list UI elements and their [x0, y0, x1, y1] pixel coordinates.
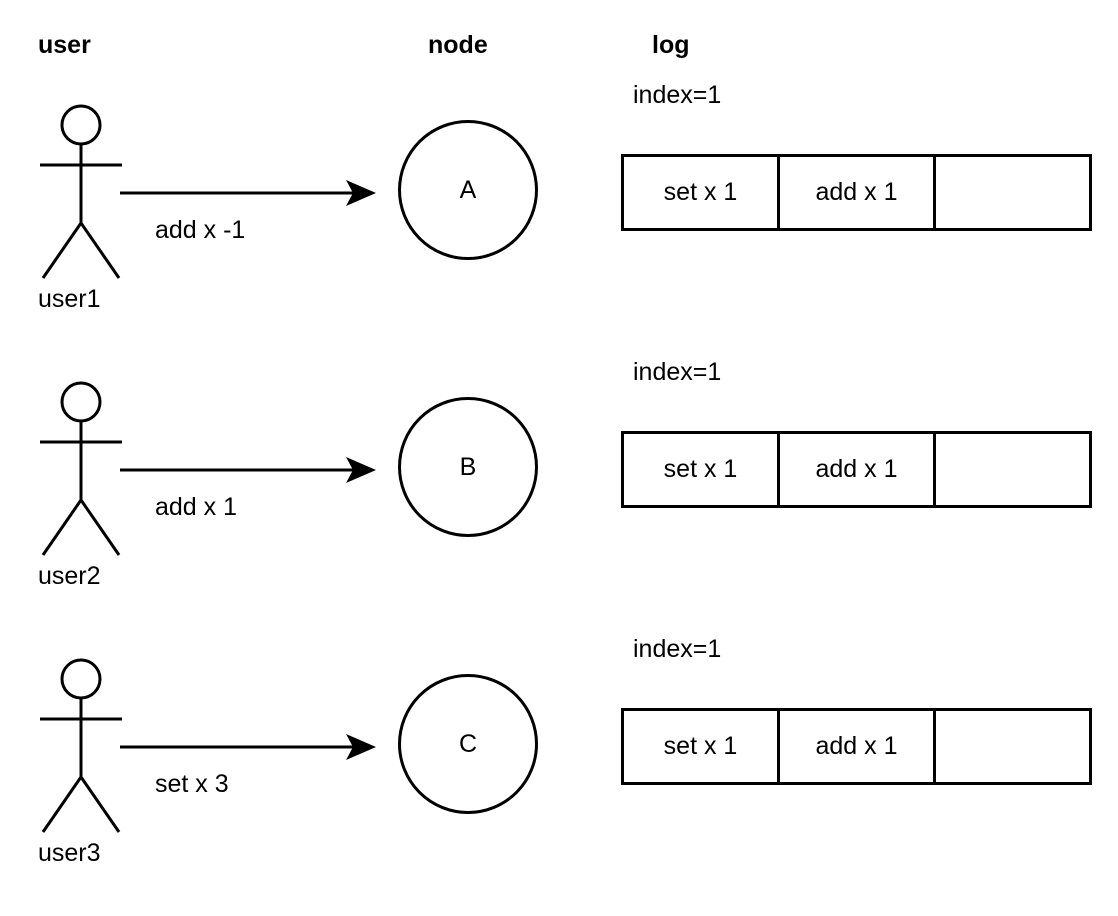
log-index-label: index=1 — [633, 81, 722, 109]
log-cell-empty — [936, 157, 1089, 228]
message-arrow-user2-to-node — [118, 444, 380, 484]
column-header-log: log — [652, 31, 690, 59]
arrow-right-icon — [120, 457, 376, 483]
node-label: B — [459, 452, 477, 481]
actor-label: user3 — [38, 839, 101, 867]
node-label: A — [459, 175, 477, 204]
arrow-right-icon — [120, 734, 376, 760]
log-cell-empty — [936, 711, 1089, 782]
actor-user2: user2 — [20, 372, 160, 589]
log-cell: set x 1 — [624, 711, 780, 782]
stick-figure-icon — [40, 381, 122, 556]
log-cell: set x 1 — [624, 434, 780, 505]
log-cell: set x 1 — [624, 157, 780, 228]
actor-label: user1 — [38, 285, 101, 313]
message-label: set x 3 — [155, 770, 229, 798]
log-cell: add x 1 — [780, 711, 936, 782]
log-cell: add x 1 — [780, 157, 936, 228]
log-index-label: index=1 — [633, 635, 722, 663]
node-circle-b: B — [398, 397, 538, 537]
node-label: C — [458, 729, 478, 758]
actor-user3: user3 — [20, 649, 160, 866]
diagram-row: user1 add x -1 A index=1 set x 1 add x 1 — [0, 83, 1118, 372]
log-index-label: index=1 — [633, 358, 722, 386]
actor-user1: user1 — [20, 95, 160, 312]
message-label: add x -1 — [155, 216, 246, 244]
message-arrow-user1-to-node — [118, 167, 380, 207]
column-header-node: node — [428, 31, 488, 59]
log-cell: add x 1 — [780, 434, 936, 505]
column-header-user: user — [38, 31, 91, 59]
log-table: set x 1 add x 1 — [621, 708, 1092, 785]
message-arrow-user3-to-node — [118, 721, 380, 761]
node-circle-a: A — [398, 120, 538, 260]
log-cell-empty — [936, 434, 1089, 505]
node-circle-c: C — [398, 674, 538, 814]
log-table: set x 1 add x 1 — [621, 154, 1092, 231]
log-table: set x 1 add x 1 — [621, 431, 1092, 508]
stick-figure-icon — [40, 658, 122, 833]
actor-label: user2 — [38, 562, 101, 590]
message-label: add x 1 — [155, 493, 238, 521]
diagram-row: user3 set x 3 C index=1 set x 1 add x 1 — [0, 637, 1118, 916]
arrow-right-icon — [120, 180, 376, 206]
diagram-row: user2 add x 1 B index=1 set x 1 add x 1 — [0, 360, 1118, 649]
stick-figure-icon — [40, 104, 122, 279]
